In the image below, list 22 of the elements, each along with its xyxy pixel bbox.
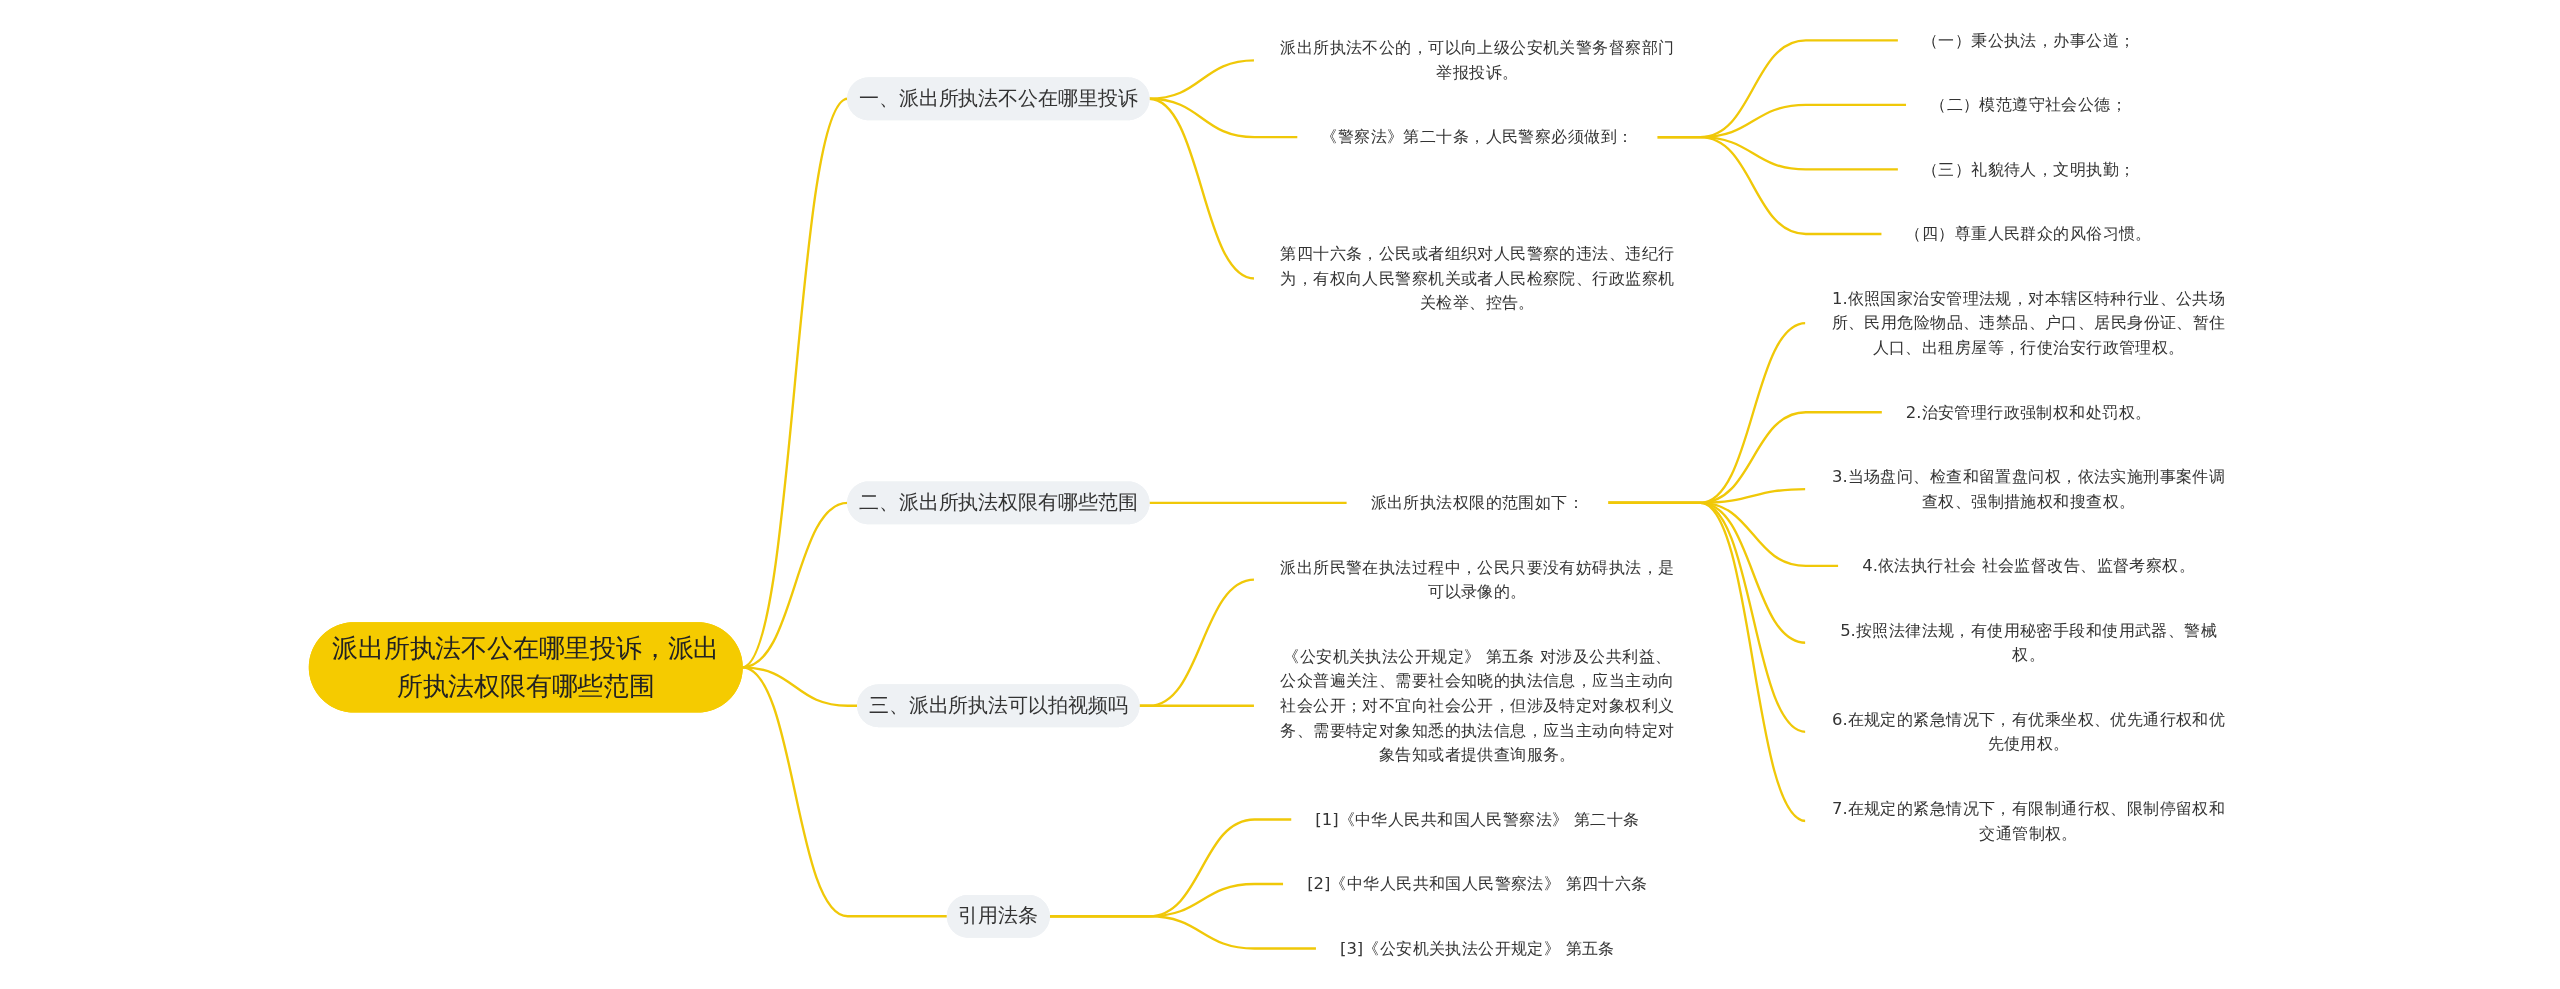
node-text: 2.治安管理行政强制权和处罚权。 xyxy=(1905,402,2151,422)
node-text: 7.在规定的紧急情况下，有限制通行权、限制停留权和交通管制权。 xyxy=(1831,798,2225,843)
node-text: （一）秉公执法，办事公道； xyxy=(1921,30,2135,50)
connector xyxy=(1656,136,1882,236)
node-text: 第四十六条，公民或者组织对人民警察的违法、违纪行为，有权向人民警察机关或者人民检察院、行政监察机关检举、控告。 xyxy=(1279,243,1674,312)
node-text: 5.按照法律法规，有使用秘密手段和使用武器、警械权。 xyxy=(1839,620,2217,664)
node-text: 派出所执法不公的，可以向上级公安机关警务督察部门举报投诉。 xyxy=(1279,38,1674,82)
connector xyxy=(1048,915,1317,950)
node-text: 《警察法》第二十条，人民警察必须做到： xyxy=(1320,127,1633,146)
node-text: 1.依照国家治安管理法规，对本辖区特种行业、公共场所、民用危险物品、违禁品、户口、居民身份证、暂住人口、出租房屋等，行使治安行政管理权。 xyxy=(1831,288,2226,357)
node-text: 派出所民警在执法过程中，公民只要没有妨碍执法，是可以录像的。 xyxy=(1279,557,1674,601)
node-text: （四）尊重人民群众的风俗习惯。 xyxy=(1905,224,2152,243)
node-text: 派出所执法权限的范围如下： xyxy=(1370,492,1584,512)
node-text: 3.当场盘问、检查和留置盘问权，依法实施刑事案件调查权、强制措施权和搜查权。 xyxy=(1831,466,2225,511)
node-text: 4.依法执行社会 社会监督改告、监督考察权。 xyxy=(1861,555,2195,575)
node-text: [3]《公安机关执法公开规定》 第五条 xyxy=(1339,938,1615,958)
node-text: 6.在规定的紧急情况下，有优乘坐权、优先通行权和优先使用权。 xyxy=(1831,709,2225,753)
node-text: [2]《中华人民共和国人民警察法》 第四十六条 xyxy=(1306,874,1648,893)
node-text: （三）礼貌待人，文明执勤； xyxy=(1921,159,2135,179)
node-text: （二）模范遵守社会公德； xyxy=(1929,94,2127,114)
node-text: 《公安机关执法公开规定》 第五条 对涉及公共利益、公众普遍关注、需要社会知晓的执法信息，应当主动向社会公开；对不宜向社会公开，但涉及特定对象权利义务、需要特定对象知悉的执法信息，应当主动向特定对象告知或者提供查询服务。 xyxy=(1279,646,1674,764)
node-text: [1]《中华人民共和国人民警察法》 第二十条 xyxy=(1314,809,1639,829)
